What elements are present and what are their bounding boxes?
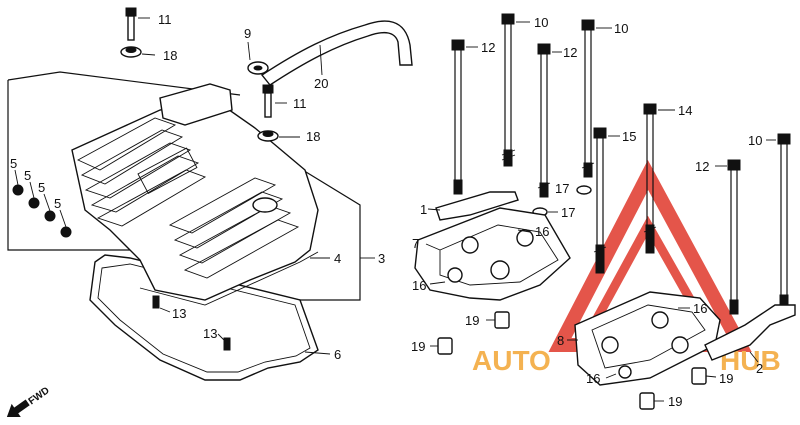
callout-12: 12 xyxy=(563,45,577,60)
hose-clip-9 xyxy=(247,41,269,75)
callout-19: 19 xyxy=(668,394,682,409)
stud-12-a xyxy=(451,39,478,195)
washer-18-mid xyxy=(257,130,300,142)
callout-6: 6 xyxy=(334,347,341,362)
breather-hose-20 xyxy=(260,20,413,86)
bolt-11-top xyxy=(125,7,150,41)
leader-6 xyxy=(304,351,331,355)
breather-dome xyxy=(159,83,233,126)
callout-15: 15 xyxy=(622,129,636,144)
callout-16: 16 xyxy=(586,371,600,386)
callout-16: 16 xyxy=(693,301,707,316)
stud-10-c xyxy=(766,133,791,316)
rocker-holder-assemblies xyxy=(414,13,796,410)
callout-17: 17 xyxy=(555,181,569,196)
callout-10: 10 xyxy=(748,133,762,148)
callout-14: 14 xyxy=(678,103,692,118)
bracket-top xyxy=(7,71,241,96)
stud-14 xyxy=(643,103,675,254)
callout-labels: 11 18 9 20 11 18 5 5 5 5 4 3 13 13 6 10 … xyxy=(10,12,763,409)
callout-19: 19 xyxy=(411,339,425,354)
callout-3: 3 xyxy=(378,251,385,266)
stud-10-b xyxy=(581,19,612,178)
callout-11: 11 xyxy=(293,96,307,111)
callout-18: 18 xyxy=(163,48,177,63)
dowel-19-d xyxy=(639,392,664,410)
leader-16a xyxy=(429,281,446,285)
stud-12-c xyxy=(715,159,741,315)
stud-10-a xyxy=(501,13,530,167)
callout-9: 9 xyxy=(244,26,251,41)
washer-18-top xyxy=(120,46,156,58)
dowel-19-b xyxy=(430,337,453,355)
watermark-text-left: AUTO xyxy=(472,345,551,376)
callout-12: 12 xyxy=(695,159,709,174)
callout-16: 16 xyxy=(412,278,426,293)
stud-15 xyxy=(593,127,620,274)
thread-hatching xyxy=(501,149,657,253)
head-cover-assembly: FWD xyxy=(6,7,413,417)
callout-5: 5 xyxy=(24,168,31,183)
screw-13-lower xyxy=(217,333,231,351)
cover-flange xyxy=(139,251,319,306)
cover-recess xyxy=(137,147,198,194)
gasket-outline xyxy=(89,254,319,381)
callout-5: 5 xyxy=(10,156,17,171)
plate-1 xyxy=(435,191,519,221)
callout-1: 1 xyxy=(420,202,427,217)
callout-13: 13 xyxy=(172,306,186,321)
plate-2 xyxy=(704,304,796,361)
callout-19: 19 xyxy=(719,371,733,386)
callout-11: 11 xyxy=(158,12,172,27)
rocker-holder-7 xyxy=(414,207,571,301)
callout-4: 4 xyxy=(334,251,341,266)
dowel-19-c xyxy=(691,367,717,385)
callout-10: 10 xyxy=(614,21,628,36)
screw-13-upper xyxy=(152,295,171,313)
leader-16d xyxy=(605,373,617,379)
callout-18: 18 xyxy=(306,129,320,144)
leader-2 xyxy=(749,351,759,363)
callout-19: 19 xyxy=(465,313,479,328)
dowel-19-a xyxy=(486,311,510,329)
callout-5: 5 xyxy=(54,196,61,211)
callout-10: 10 xyxy=(534,15,548,30)
rocker-holder-8 xyxy=(567,291,721,386)
bracket-left xyxy=(7,80,135,251)
grommets-5 xyxy=(12,169,72,238)
plug-boss xyxy=(252,197,278,213)
callout-7: 7 xyxy=(412,236,419,251)
cooling-fins-right xyxy=(168,177,300,279)
callout-20: 20 xyxy=(314,76,328,91)
callout-5: 5 xyxy=(38,180,45,195)
cooling-fins-left xyxy=(76,117,207,227)
leader-16b xyxy=(517,229,531,233)
callout-8: 8 xyxy=(557,333,564,348)
callout-16: 16 xyxy=(535,224,549,239)
washer-17-a xyxy=(576,185,592,195)
fwd-direction-marker: FWD xyxy=(6,385,52,417)
callout-17: 17 xyxy=(561,205,575,220)
leader-1 xyxy=(427,208,441,211)
fwd-label: FWD xyxy=(27,385,52,407)
gasket-inner-outline xyxy=(97,263,311,373)
callout-13: 13 xyxy=(203,326,217,341)
leader-20 xyxy=(319,44,323,76)
bolt-11-mid xyxy=(262,84,287,118)
callout-12: 12 xyxy=(481,40,495,55)
callout-2: 2 xyxy=(756,361,763,376)
stud-12-b xyxy=(537,43,562,198)
